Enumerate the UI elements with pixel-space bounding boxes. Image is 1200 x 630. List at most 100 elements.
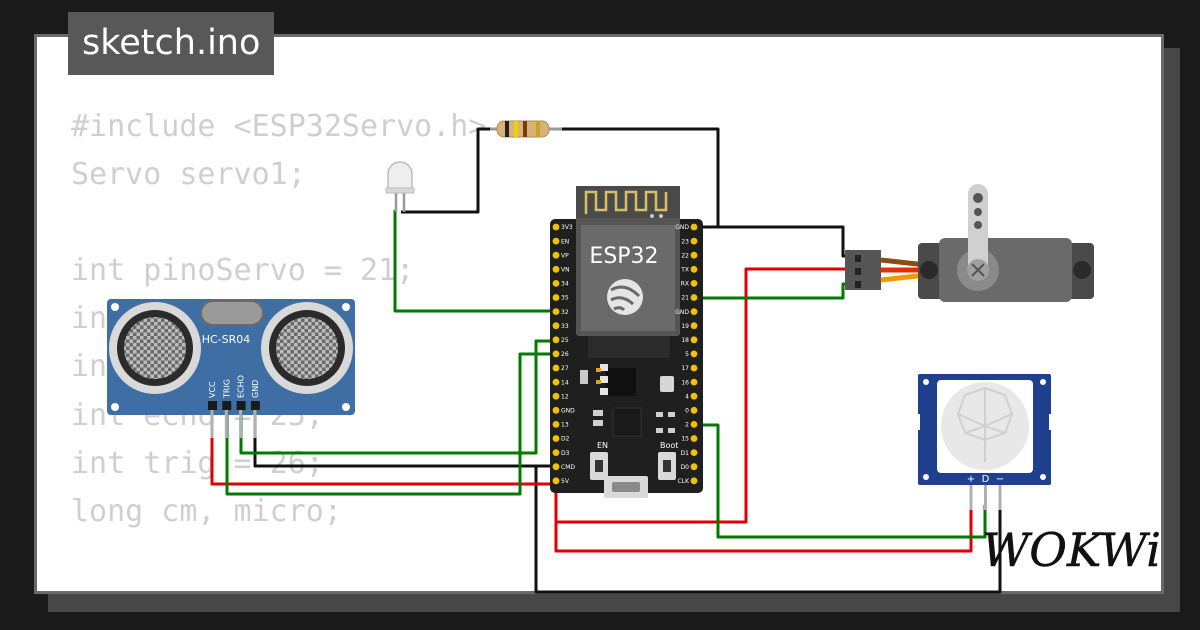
- pir-sensor[interactable]: + D−: [914, 374, 1055, 510]
- pir-pins: + D−: [967, 474, 1004, 510]
- header-pin[interactable]: [552, 463, 560, 471]
- pin-label: CLK: [678, 478, 691, 485]
- header-pin[interactable]: [690, 463, 698, 471]
- wire-pir-signal[interactable]: [694, 423, 987, 539]
- header-pin[interactable]: [690, 251, 698, 259]
- pin-label: D2: [561, 436, 570, 443]
- hcsr04-pin[interactable]: [250, 401, 260, 410]
- pin-label: 19: [681, 323, 689, 330]
- wire-led-to-resistor[interactable]: [401, 127, 495, 214]
- pir-pin-label: +: [967, 474, 975, 485]
- header-pin[interactable]: [690, 294, 698, 301]
- wire-gnd-to-pir[interactable]: [534, 464, 1002, 594]
- header-pin[interactable]: [690, 350, 698, 358]
- code-line: Servo servo1;: [71, 157, 306, 193]
- header-pin[interactable]: [690, 421, 698, 428]
- pin-label: 23: [681, 238, 689, 245]
- wire-hcsr04-gnd[interactable]: [253, 410, 556, 468]
- ultrasonic-transducer-right: [261, 302, 353, 394]
- wire-esp32-gnd-to-servo[interactable]: [694, 225, 858, 258]
- wire-servo-signal[interactable]: [694, 282, 858, 300]
- header-pin[interactable]: [552, 350, 560, 358]
- wire-hcsr04-trig[interactable]: [225, 352, 556, 496]
- hcsr04-pin[interactable]: [236, 401, 246, 410]
- wire-led-to-esp32[interactable]: [393, 210, 556, 313]
- header-pin[interactable]: [552, 308, 560, 315]
- header-pin[interactable]: [552, 336, 560, 344]
- header-pin[interactable]: [552, 223, 560, 231]
- esp32-label: ESP32: [589, 244, 658, 269]
- hcsr04-pin[interactable]: [208, 401, 217, 410]
- resistor[interactable]: [490, 120, 562, 138]
- pin-label: 32: [561, 309, 569, 316]
- pin-label: D3: [561, 450, 570, 457]
- led[interactable]: [385, 161, 415, 212]
- pin-label: 26: [561, 351, 569, 358]
- header-pin[interactable]: [690, 406, 698, 414]
- pin-label: 5V: [561, 478, 570, 485]
- header-pin[interactable]: [552, 406, 560, 414]
- wire-hcsr04-echo[interactable]: [239, 339, 556, 455]
- header-pin[interactable]: [690, 308, 698, 315]
- header-pin[interactable]: [552, 378, 560, 386]
- header-pin[interactable]: [552, 421, 560, 428]
- header-pin[interactable]: [690, 223, 698, 231]
- header-pin[interactable]: [690, 435, 698, 442]
- servo-connector: [845, 250, 881, 290]
- header-pin[interactable]: [690, 378, 698, 386]
- header-pin[interactable]: [552, 294, 560, 301]
- pin-label: GND: [675, 309, 689, 316]
- pin-label: 33: [561, 323, 569, 330]
- header-pin[interactable]: [552, 322, 560, 330]
- header-pin[interactable]: [552, 364, 560, 372]
- pin-label: 4: [685, 393, 689, 400]
- en-button-label: EN: [597, 441, 608, 450]
- esp32-board[interactable]: ESP32 EN Boot 3V3ENVPVN34353233252627141…: [550, 186, 703, 498]
- header-pin[interactable]: [552, 265, 560, 273]
- servo-motor[interactable]: [845, 184, 1094, 302]
- wire-5v-to-pir[interactable]: [554, 505, 973, 553]
- header-pin[interactable]: [552, 280, 560, 287]
- hcsr04-label: HC-SR04: [202, 333, 251, 346]
- pin-label: 17: [681, 365, 689, 372]
- sketch-filename-tab[interactable]: sketch.ino: [68, 12, 275, 75]
- header-pin[interactable]: [690, 237, 698, 245]
- wire-5v-to-servo[interactable]: [554, 267, 858, 524]
- header-pin[interactable]: [690, 477, 698, 485]
- header-pin[interactable]: [690, 265, 698, 273]
- header-pin[interactable]: [690, 364, 698, 372]
- header-pin[interactable]: [552, 237, 560, 245]
- pin-label: 15: [681, 436, 689, 443]
- pin-label: 27: [561, 365, 569, 372]
- header-pin[interactable]: [690, 322, 698, 330]
- wokwi-logo: WOKWi: [982, 523, 1161, 577]
- hcsr04-pin-label: TRIG: [222, 379, 231, 399]
- header-pin[interactable]: [690, 280, 698, 287]
- hcsr04-pin[interactable]: [222, 401, 232, 410]
- pin-label: VP: [561, 252, 569, 259]
- header-pin[interactable]: [690, 449, 698, 456]
- pin-label: 14: [561, 379, 569, 386]
- pin-label: RX: [681, 281, 689, 288]
- pin-label: EN: [561, 238, 569, 245]
- espressif-logo-icon: [607, 279, 643, 315]
- header-pin[interactable]: [690, 336, 698, 344]
- header-pin[interactable]: [552, 392, 560, 400]
- usb-uart-chip: [612, 407, 642, 437]
- header-pin[interactable]: [552, 251, 560, 259]
- pir-pin-label: −: [996, 474, 1004, 485]
- pin-label: 25: [561, 337, 569, 344]
- header-pin[interactable]: [552, 449, 560, 456]
- header-pin[interactable]: [552, 435, 560, 442]
- pin-label: TX: [680, 267, 689, 274]
- header-pin[interactable]: [690, 392, 698, 400]
- wire-hcsr04-vcc[interactable]: [210, 410, 556, 486]
- pin-label: 18: [681, 337, 689, 344]
- pin-label: D0: [681, 464, 690, 471]
- header-pin[interactable]: [552, 477, 560, 485]
- pir-pin-label: D: [982, 474, 990, 485]
